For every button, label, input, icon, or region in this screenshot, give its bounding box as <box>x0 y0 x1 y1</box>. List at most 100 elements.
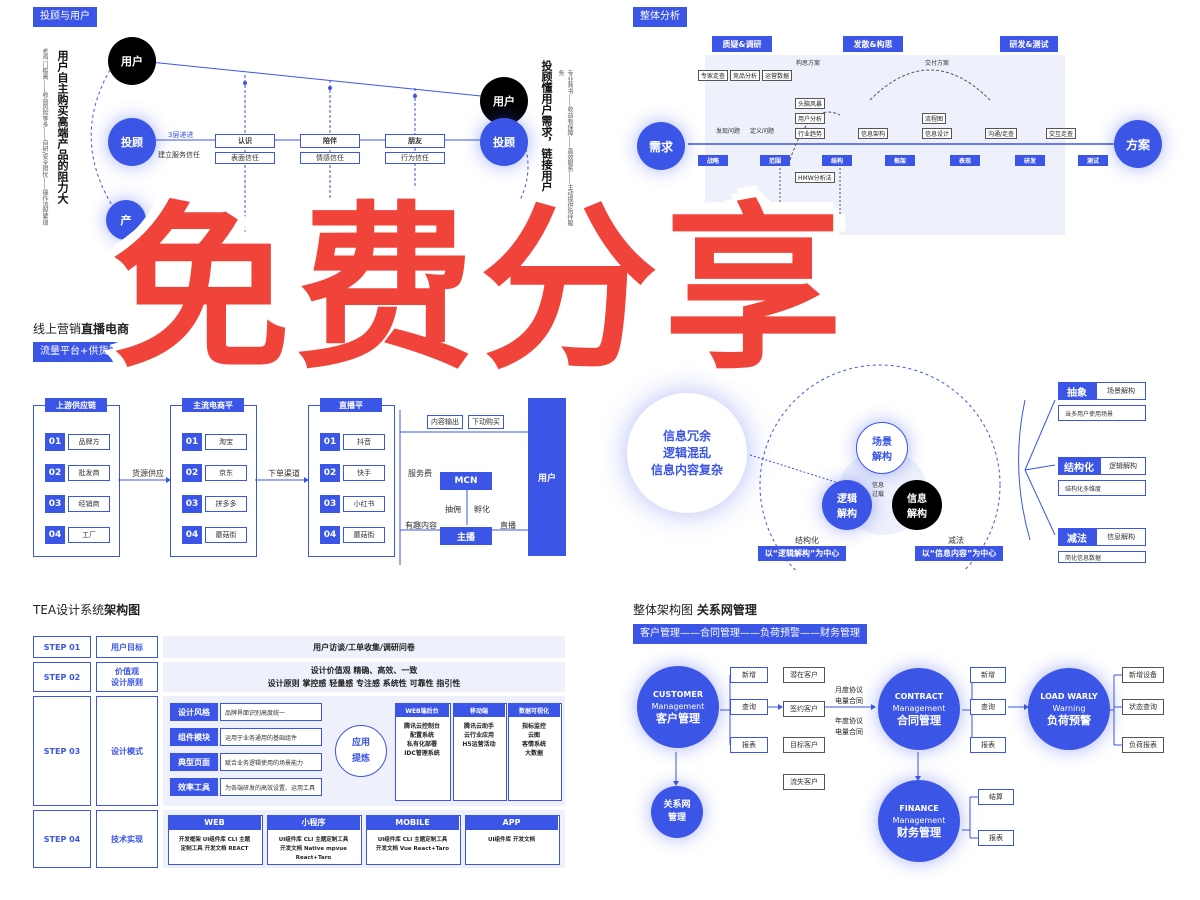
buy-action: 下动购买 <box>468 415 504 429</box>
step-4: 表现 <box>950 155 980 166</box>
advisor-node-a: 投顾 <box>108 118 156 166</box>
app-head-1: 移动端 <box>453 703 505 717</box>
load-l2: 负荷预警 <box>1047 714 1091 727</box>
content-out: 内容输出 <box>427 415 463 429</box>
apply-label: 应用 <box>351 738 370 748</box>
tech-3-l0: UI组件库 开发文档 <box>488 837 535 843</box>
logic-l1: 解构 <box>837 509 857 520</box>
product-node: 产 <box>106 200 146 240</box>
tech-0-l1: 定制工具 开发文档 REACT <box>180 846 249 852</box>
step-02-line-0: 设计价值观 精确、高效、一致 <box>310 666 418 675</box>
contract-l2: 合同管理 <box>897 714 941 727</box>
pattern-2-name: 典型页面 <box>170 753 218 771</box>
tech-2-l0: UI组件库 CLI 主题定制工具 <box>377 837 448 843</box>
step-01-name: 用户目标 <box>96 636 158 658</box>
cust-type-0: 潜在客户 <box>783 667 825 683</box>
panel3-title: 线上营销直播电商 <box>33 320 129 337</box>
mid-3: 电量合同 <box>835 728 863 736</box>
big-circle-text: 信息冗余 逻辑混乱 信息内容复杂 <box>627 428 747 479</box>
pattern-3-name: 效率工具 <box>170 778 218 796</box>
right-name-0: 抽象 <box>1058 382 1096 400</box>
box-10: 交互走查 <box>1046 128 1077 139</box>
num-l-1: 02 <box>320 464 340 482</box>
app-1-l1: 云行业应用 <box>463 732 494 739</box>
platform-item-0: 淘宝 <box>205 434 247 450</box>
col-head-2: 朋友 <box>385 134 445 148</box>
tech-head-3: APP <box>465 815 558 830</box>
panel1-right-vertical: 投顾懂用户需求，链接用户 <box>540 60 553 192</box>
pattern-1-desc: 运用于业务通用的基础组件 <box>220 728 322 746</box>
tier-text: 3层递进 <box>168 131 194 139</box>
col-sub-0: 表面信任 <box>215 152 275 164</box>
platform-item-2: 拼多多 <box>205 496 247 512</box>
box-6: 信息架构 <box>858 128 889 139</box>
trust-text: 建立服务信任 <box>158 151 200 159</box>
box-8: 信息设计 <box>922 128 953 139</box>
finance-l0: FINANCE <box>899 804 939 813</box>
panel6-title: 整体架构图 关系网管理 <box>633 601 757 618</box>
load-op-0: 新增设备 <box>1122 667 1164 683</box>
contract-op-2: 报表 <box>970 737 1006 753</box>
load-l1: Warning <box>1052 704 1086 713</box>
box-11: HMW分析法 <box>795 172 835 183</box>
box-4: 用户分析 <box>795 113 826 124</box>
num-p-1: 02 <box>182 464 202 482</box>
step-5: 研发 <box>1015 155 1045 166</box>
live-head: 直播平 <box>320 398 382 412</box>
info-node: 信息解构 <box>892 480 942 530</box>
supply-head: 上游供应链 <box>45 398 107 412</box>
user-column: 用户 <box>528 398 566 556</box>
info-l0: 信息 <box>907 494 927 505</box>
finance-op-0: 结算 <box>978 789 1014 805</box>
right-name-2: 减法 <box>1058 528 1096 546</box>
col-sub-2: 行为信任 <box>385 152 445 164</box>
app-2-l3: 大数据 <box>524 750 543 757</box>
right-desc-1: 结构化多维度 <box>1058 480 1146 496</box>
pattern-1-name: 组件模块 <box>170 728 218 746</box>
tech-0-l0: 开发框架 UI组件库 CLI 主题 <box>178 837 251 843</box>
panel1-tag: 投顾与用户 <box>33 7 97 27</box>
step-0: 战略 <box>698 155 728 166</box>
mid-label-a: 月度协议电量合同 <box>835 685 863 707</box>
col-head-0: 认识 <box>215 134 275 148</box>
panel3-lines <box>118 410 528 565</box>
panel5-title-bold: 架构图 <box>104 603 141 617</box>
app-box-1 <box>453 703 507 801</box>
pattern-2-desc: 赋合业务逻辑使用的场景能力 <box>220 753 322 771</box>
cust-op-1: 查询 <box>730 699 768 715</box>
num-p-3: 04 <box>182 526 202 544</box>
tech-head-1: 小程序 <box>267 815 360 830</box>
right-tag-2: 信息解构 <box>1096 528 1146 546</box>
live-item-0: 抖音 <box>343 434 385 450</box>
contract-op-0: 新增 <box>970 667 1006 683</box>
user-node-b: 用户 <box>480 77 528 125</box>
label-1: 交付方案 <box>925 60 950 67</box>
commission: 抽佣 <box>445 505 461 514</box>
app-head-2: 数据可视化 <box>508 703 560 717</box>
user-node-a: 用户 <box>108 37 156 85</box>
box-3: 头脑风暴 <box>795 98 826 109</box>
num-l-3: 04 <box>320 526 340 544</box>
platform-head: 主流电商平 <box>182 398 244 412</box>
customer-l1: Management <box>651 702 705 711</box>
panel2-tag: 整体分析 <box>633 7 687 27</box>
finance-l2: 财务管理 <box>897 826 941 839</box>
contract-l1: Management <box>892 704 946 713</box>
big-problem-circle <box>627 393 747 513</box>
app-0-l0: 腾讯云控制台 <box>403 723 440 730</box>
app-1-l0: 腾讯云助手 <box>463 723 494 730</box>
app-box-0 <box>395 703 451 801</box>
anchor-node: 主播 <box>440 527 492 545</box>
panel1-left-vertical: 用户自主购买高端产品的阻力大 <box>56 50 69 204</box>
bottom-tag-b: 以“信息内容”为中心 <box>915 546 1003 561</box>
link-order: 下单渠道 <box>268 469 300 478</box>
app-head-0: WEB端后台 <box>395 703 449 717</box>
num-3: 04 <box>45 526 65 544</box>
app-2-l2: 客情系统 <box>521 741 546 748</box>
mid-label-b: 年度协议电量合同 <box>835 716 863 738</box>
